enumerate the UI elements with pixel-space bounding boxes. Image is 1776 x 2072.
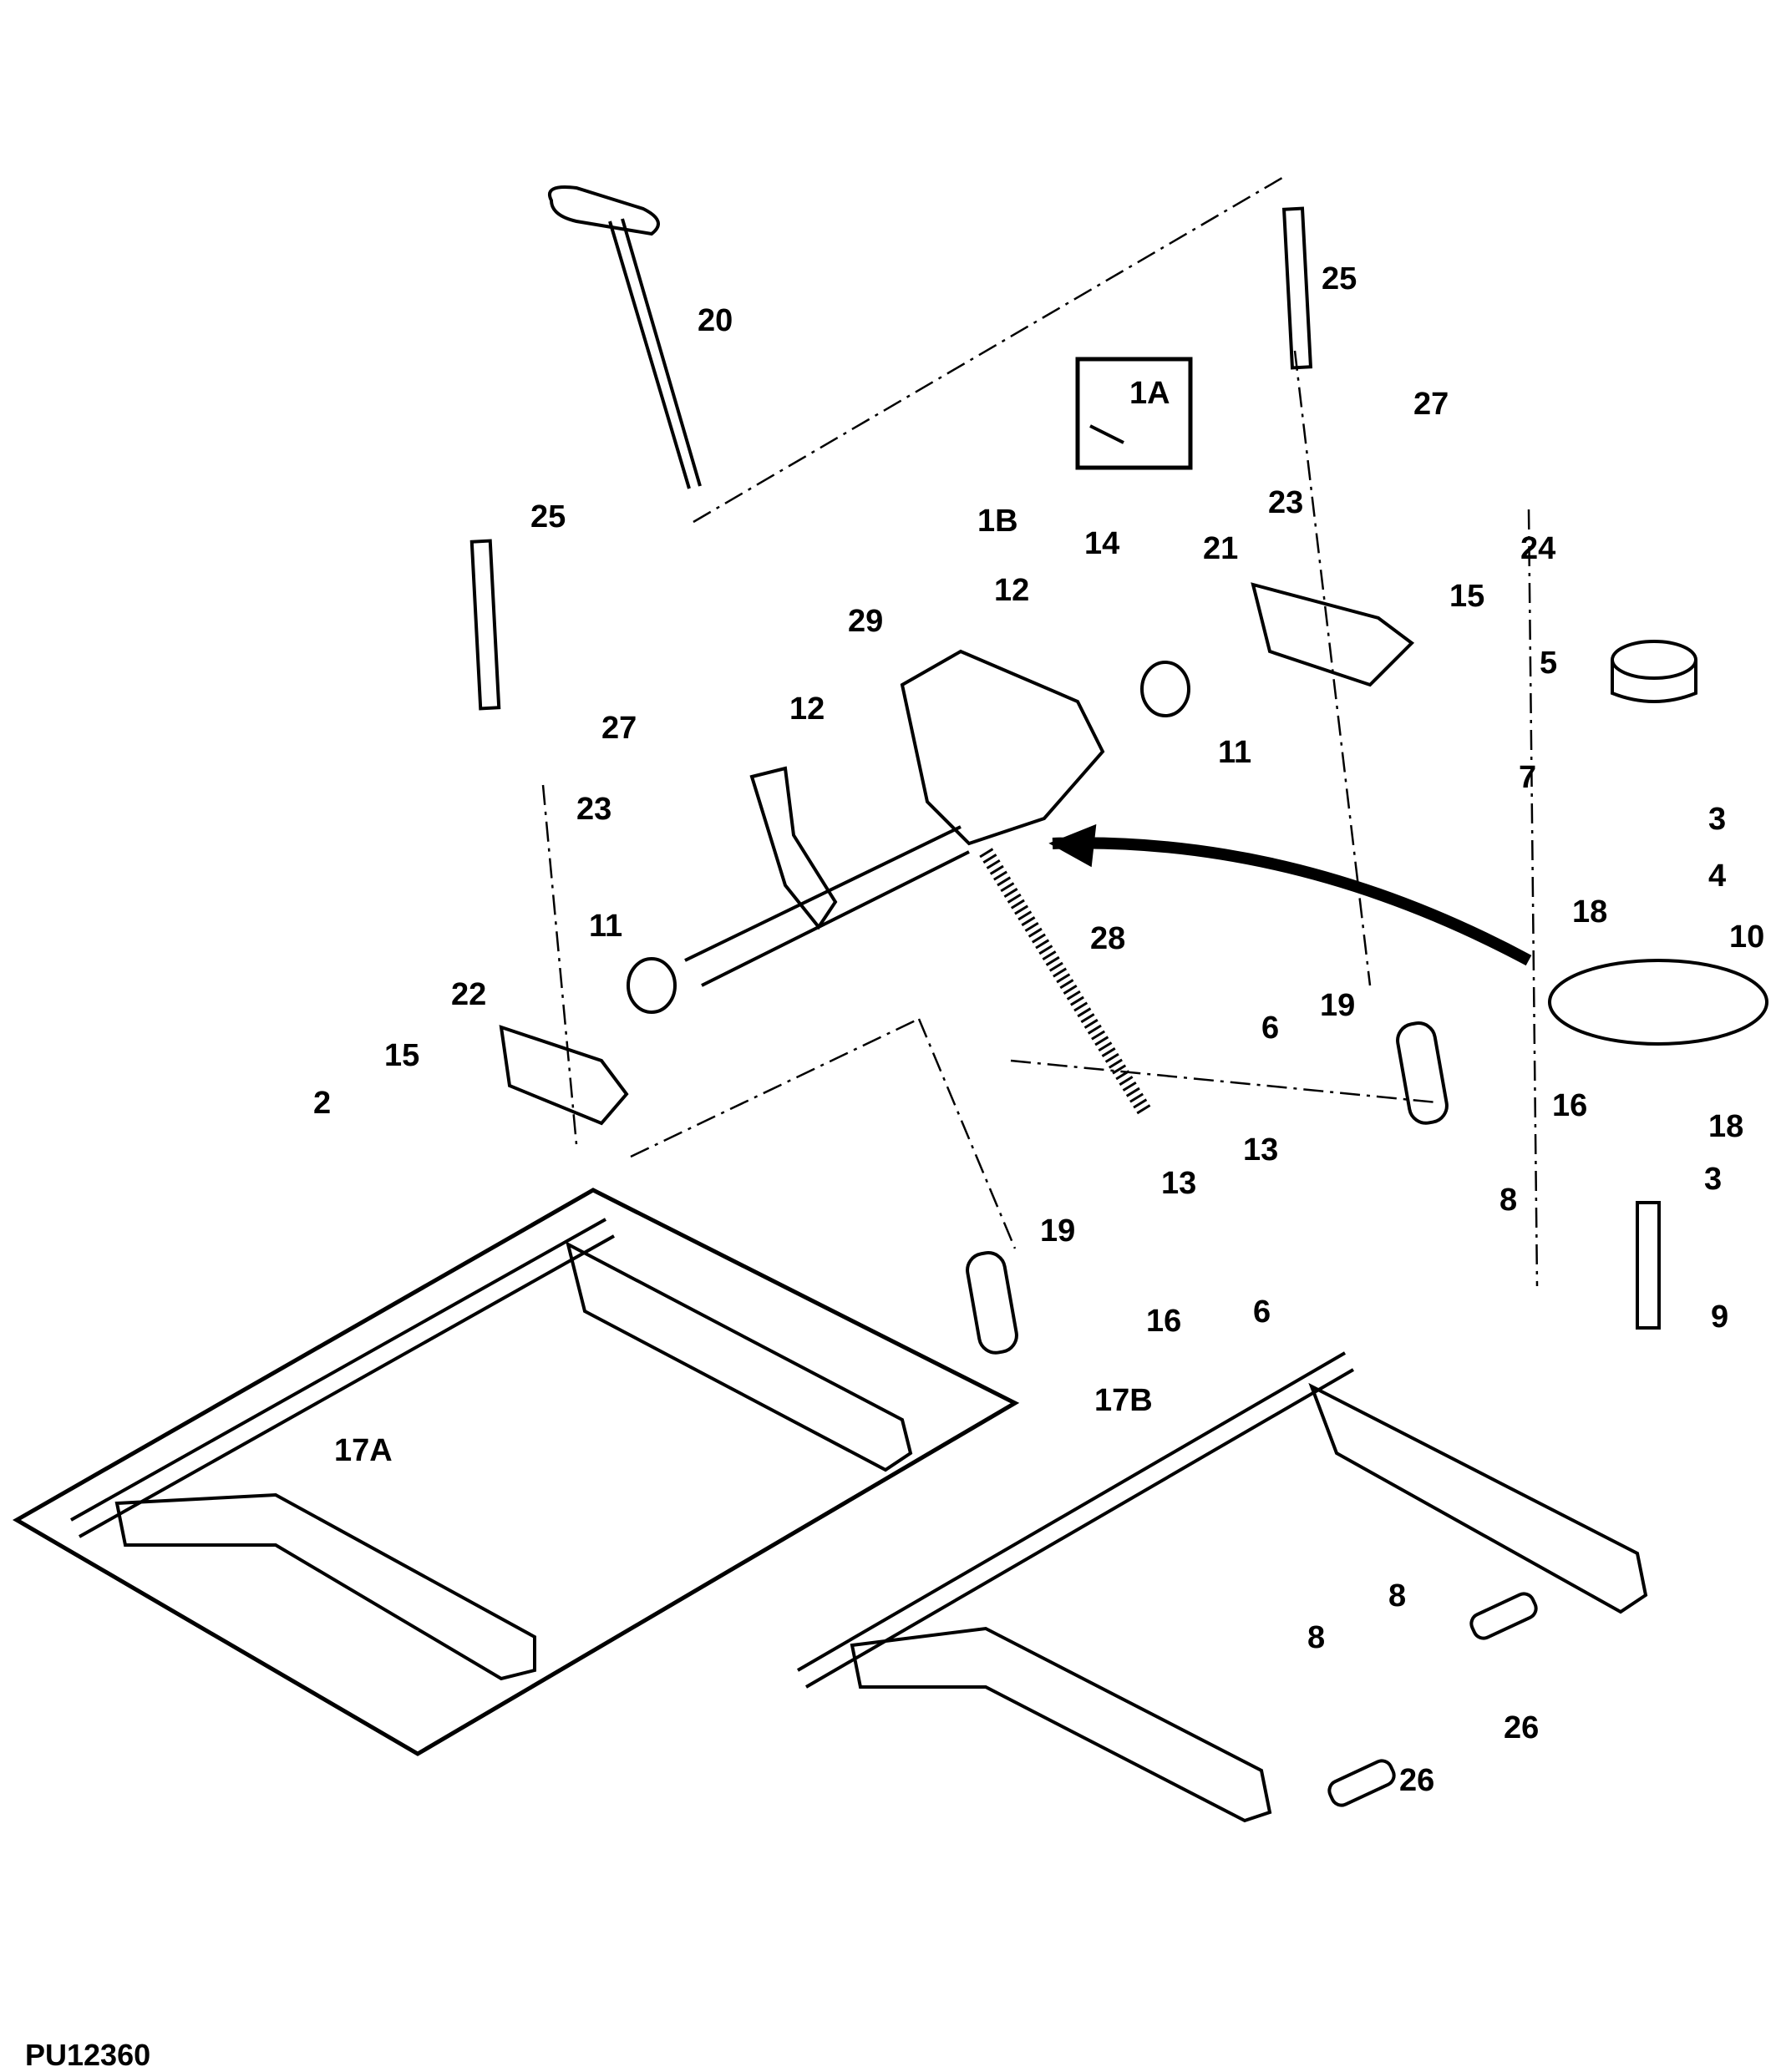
clevis-pin-26-right [1469, 1592, 1538, 1640]
callout-17B: 17B [1094, 1383, 1153, 1418]
callout-1B: 1B [977, 504, 1018, 539]
callout-3: 3 [1708, 802, 1727, 837]
callout-6: 6 [1253, 1294, 1271, 1330]
callout-22: 22 [451, 977, 487, 1012]
callout-8: 8 [1388, 1578, 1407, 1614]
callout-19: 19 [1040, 1213, 1076, 1249]
callout-15: 15 [1449, 579, 1485, 614]
assembly-lines [541, 174, 1539, 1287]
callout-19: 19 [1320, 988, 1356, 1023]
callout-5: 5 [1540, 646, 1558, 681]
figure-id: PU12360 [25, 2038, 151, 2072]
callout-23: 23 [1268, 485, 1304, 520]
callout-11: 11 [589, 909, 623, 944]
callout-25: 25 [1322, 261, 1357, 296]
pin-9 [1636, 1201, 1661, 1330]
callout-26: 26 [1504, 1710, 1540, 1745]
rock-shaft-assembly [684, 649, 1105, 987]
callout-3: 3 [1704, 1162, 1723, 1197]
bracket-21 [1251, 582, 1415, 687]
callout-13: 13 [1243, 1132, 1279, 1168]
callout-24: 24 [1520, 531, 1556, 566]
callout-4: 4 [1708, 859, 1727, 894]
callout-6: 6 [1261, 1011, 1280, 1046]
link-19-right [1396, 1021, 1449, 1125]
callout-29: 29 [848, 604, 884, 639]
direction-arrow [1052, 837, 1532, 966]
callout-16: 16 [1146, 1304, 1182, 1339]
lift-arm-17B [796, 1351, 1648, 1823]
callout-2: 2 [313, 1086, 332, 1121]
callout-16: 16 [1552, 1088, 1588, 1123]
callout-9: 9 [1711, 1299, 1729, 1335]
bushing-11-right [1140, 661, 1190, 717]
bolt-25-left [469, 539, 501, 711]
frame-17A-background [13, 1188, 1020, 1756]
link-19-left [966, 1251, 1018, 1355]
callout-14: 14 [1084, 526, 1120, 561]
callout-18: 18 [1572, 894, 1608, 930]
knob-5 [1611, 640, 1697, 680]
callout-27: 27 [601, 711, 637, 746]
callout-23: 23 [576, 792, 612, 827]
callout-13: 13 [1161, 1166, 1197, 1201]
callout-7: 7 [1519, 760, 1537, 795]
height-disc-10 [1548, 959, 1768, 1046]
callout-8: 8 [1307, 1620, 1326, 1655]
callout-11: 11 [1218, 735, 1252, 770]
callout-12: 12 [789, 692, 825, 727]
inset-box-1A [1075, 357, 1193, 470]
callout-1A: 1A [1129, 376, 1170, 411]
bolt-25-right [1281, 206, 1313, 370]
callout-17A: 17A [334, 1433, 393, 1468]
lift-arm-17A [70, 1218, 913, 1681]
callout-20: 20 [698, 303, 733, 338]
callout-21: 21 [1203, 531, 1239, 566]
callout-27: 27 [1413, 387, 1449, 422]
callout-10: 10 [1729, 919, 1765, 955]
callout-26: 26 [1399, 1763, 1435, 1798]
clevis-pin-26-left [1327, 1759, 1396, 1807]
callout-25: 25 [530, 499, 566, 534]
callout-15: 15 [384, 1038, 420, 1073]
callout-28: 28 [1090, 921, 1126, 956]
callout-12: 12 [994, 573, 1030, 608]
bracket-22 [499, 1025, 629, 1126]
callout-18: 18 [1708, 1109, 1744, 1144]
bushing-11-left [627, 957, 677, 1014]
callout-8: 8 [1499, 1183, 1518, 1218]
t-handle-20 [548, 185, 702, 489]
